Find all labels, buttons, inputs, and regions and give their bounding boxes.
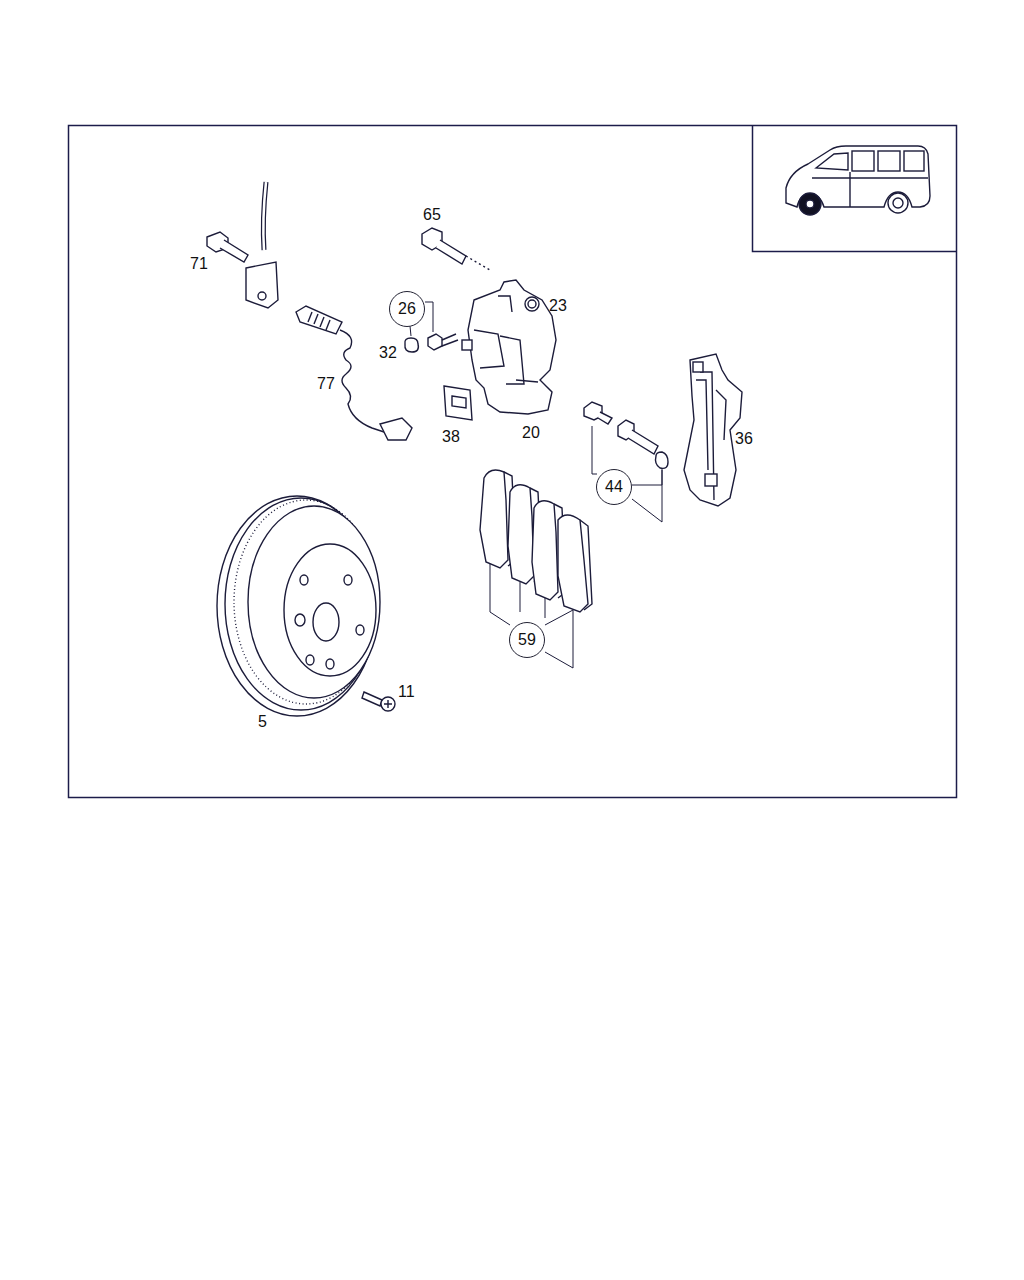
callout-number: 5 bbox=[258, 714, 267, 730]
callout-number: 65 bbox=[423, 207, 441, 223]
callout-number: 44 bbox=[605, 479, 623, 495]
callout-number: 36 bbox=[735, 431, 753, 447]
callout-number: 23 bbox=[549, 298, 567, 314]
callout-number: 71 bbox=[190, 256, 208, 272]
callout-number: 59 bbox=[518, 632, 536, 648]
callout-number: 32 bbox=[379, 345, 397, 361]
callout-number: 11 bbox=[398, 684, 415, 700]
callout-number: 38 bbox=[442, 429, 460, 445]
callout-circle: 44 bbox=[596, 469, 632, 505]
callout-number: 20 bbox=[522, 425, 540, 441]
callout-circle: 26 bbox=[389, 291, 425, 327]
callout-number: 26 bbox=[398, 301, 416, 317]
callout-number: 77 bbox=[317, 376, 335, 392]
callout-circle: 59 bbox=[509, 622, 545, 658]
